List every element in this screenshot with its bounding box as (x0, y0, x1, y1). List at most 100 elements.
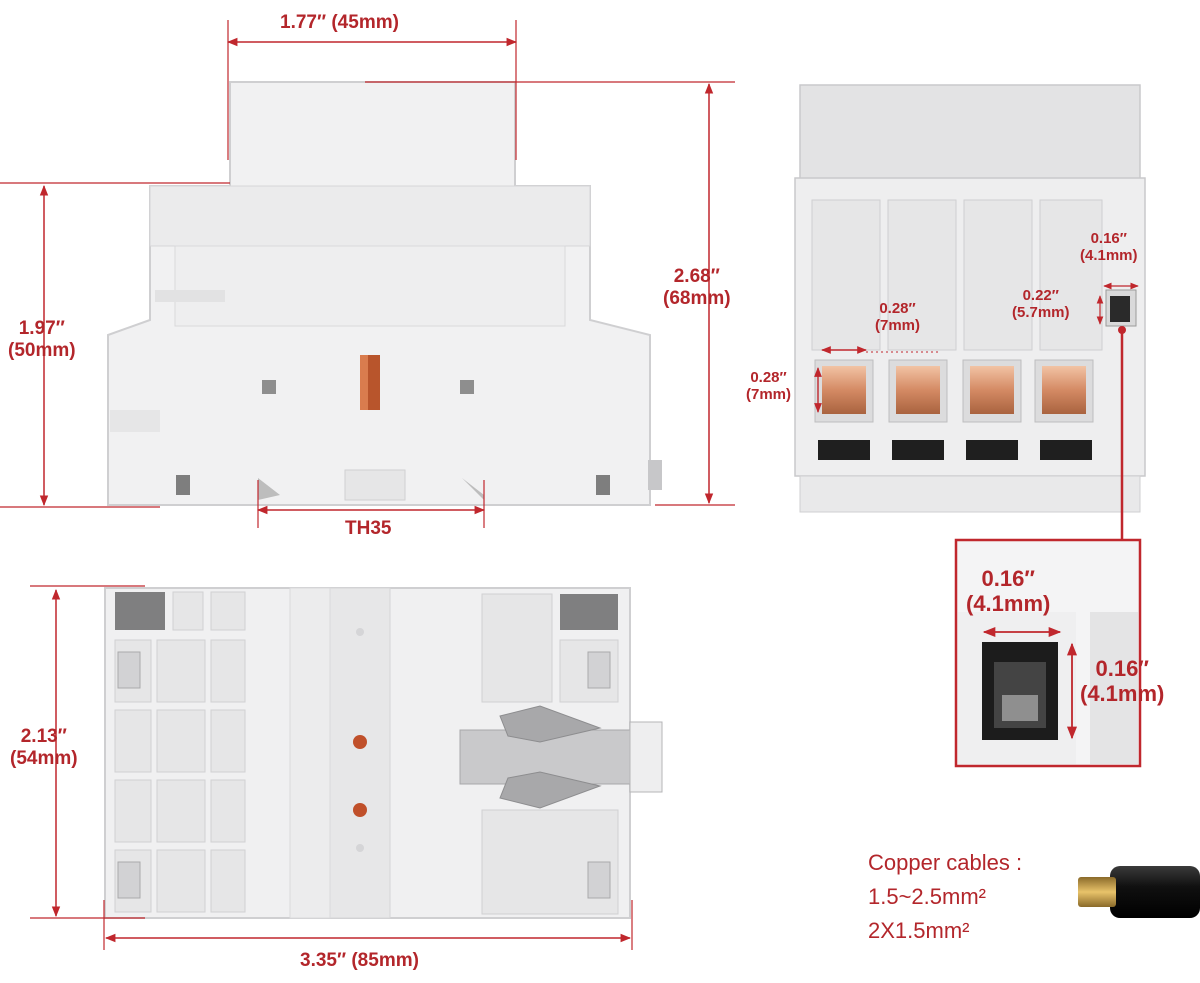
dim-label-bottom-height: 2.13″ (54mm) (10, 726, 78, 770)
copper-terminals (814, 359, 1094, 423)
grid-cell (156, 639, 206, 703)
grid-cell (210, 849, 246, 913)
grid-cell (210, 779, 246, 843)
copper-terminal (970, 366, 1014, 414)
latch-spring-top (499, 705, 602, 743)
grid-cell (115, 592, 165, 630)
copper-terminal (896, 366, 940, 414)
detail-label-height: 0.16″ (4.1mm) (1080, 656, 1164, 707)
wire-slot (1040, 440, 1092, 460)
grid-cell (481, 593, 553, 703)
dim-label-width-top: 1.77″ (45mm) (280, 12, 399, 33)
wire-slot (966, 440, 1018, 460)
dim-label-mm: (68mm) (663, 287, 731, 309)
grid-cell (156, 779, 206, 843)
dim-label-inch: 0.16″ (981, 566, 1035, 591)
wire-slot (818, 440, 870, 460)
dim-label-inch: 0.22″ (1022, 287, 1059, 304)
dim-label-mm: (4.1mm) (1080, 681, 1165, 707)
bottom-view (30, 585, 663, 950)
terminal-bay (963, 199, 1033, 351)
indicator-dot (353, 735, 367, 749)
terminal-bay (1039, 199, 1103, 351)
dim-label-terminal-width: 0.28″ (7mm) (875, 300, 920, 335)
dim-label-inch: 0.16″ (1095, 656, 1149, 681)
din-rail-latch (459, 705, 663, 809)
front-label-area (155, 290, 225, 302)
front-square-right (460, 380, 474, 394)
cable-spec-1: 1.5~2.5mm² (868, 884, 986, 910)
dim-label-mm: (7mm) (875, 317, 921, 335)
bottom-rail-channel (329, 587, 391, 919)
mount-clip (117, 861, 141, 899)
grid-cell (210, 709, 246, 773)
dim-label-rail: TH35 (345, 518, 392, 539)
dim-label-mm: (5.7mm) (1012, 304, 1070, 322)
detail-view (954, 538, 1142, 768)
terminal-bay (811, 199, 881, 351)
cable-spec: Copper cables : 1.5~2.5mm² 2X1.5mm² (868, 846, 1022, 948)
rib-grid-left (114, 591, 246, 913)
grid-cell (560, 594, 618, 630)
mount-hole (356, 844, 364, 852)
side-base (799, 475, 1141, 513)
front-square-left (262, 380, 276, 394)
cable-spec-2: 2X1.5mm² (868, 918, 970, 944)
mount-hole (356, 628, 364, 636)
indicator-dot (353, 803, 367, 817)
dim-label-inch: 2.68″ (673, 266, 720, 287)
side-view (794, 84, 1146, 540)
mount-clip (117, 651, 141, 689)
front-foot-left (176, 475, 190, 495)
dim-label-height-left: 1.97″ (50mm) (8, 318, 76, 362)
cable-jacket (1110, 866, 1200, 918)
dim-label-inch: 2.13″ (20, 726, 67, 747)
dim-label-inch: 0.28″ (750, 369, 787, 386)
dim-label-mm: (4.1mm) (966, 591, 1051, 617)
detail-label-width: 0.16″ (4.1mm) (966, 566, 1050, 617)
dim-label-inch: 1.97″ (18, 318, 65, 339)
detail-screw-head (1002, 695, 1038, 721)
side-top-block (799, 84, 1141, 186)
rail-clip (344, 469, 406, 501)
dim-label-mm: (54mm) (10, 747, 78, 769)
grid-cell (172, 591, 204, 631)
mount-clip (587, 651, 611, 689)
grid-cell (114, 779, 152, 843)
detail-side (1090, 612, 1138, 764)
dim-label-mm: (50mm) (8, 339, 76, 361)
front-cover (149, 185, 591, 247)
front-inner-panel (174, 245, 566, 327)
copper-cable (1078, 866, 1200, 918)
bottom-channel-rib (289, 587, 331, 919)
mount-clip (587, 861, 611, 899)
grid-cell (210, 639, 246, 703)
grid-cell (156, 709, 206, 773)
dim-label-screw-width: 0.16″ (4.1mm) (1080, 230, 1138, 265)
dim-label-bottom-width: 3.35″ (85mm) (300, 950, 419, 971)
terminal-compartments (811, 199, 1103, 351)
dim-label-screw-height: 0.22″ (5.7mm) (1012, 287, 1070, 322)
cable-core (1078, 877, 1116, 907)
grid-cell (210, 591, 246, 631)
grid-cell (156, 849, 206, 913)
latch-spring-bottom (499, 771, 602, 809)
latch-tab (629, 721, 663, 793)
grid-cell (114, 709, 152, 773)
dim-label-mm: (7mm) (746, 386, 792, 404)
front-latch (648, 460, 662, 490)
dim-label-mm: (4.1mm) (1080, 247, 1138, 265)
wire-slots (818, 440, 1092, 460)
dim-label-inch: 0.16″ (1090, 230, 1127, 247)
dim-label-height-right: 2.68″ (68mm) (663, 266, 731, 310)
front-foot-right (596, 475, 610, 495)
copper-terminal (1042, 366, 1086, 414)
front-side-ridge-left (110, 410, 160, 432)
terminal-bay (887, 199, 957, 351)
rail-hook-right (462, 478, 484, 500)
dim-label-terminal-height: 0.28″ (7mm) (746, 369, 791, 404)
front-view (0, 20, 735, 528)
manual-indicator-shade (368, 355, 380, 410)
